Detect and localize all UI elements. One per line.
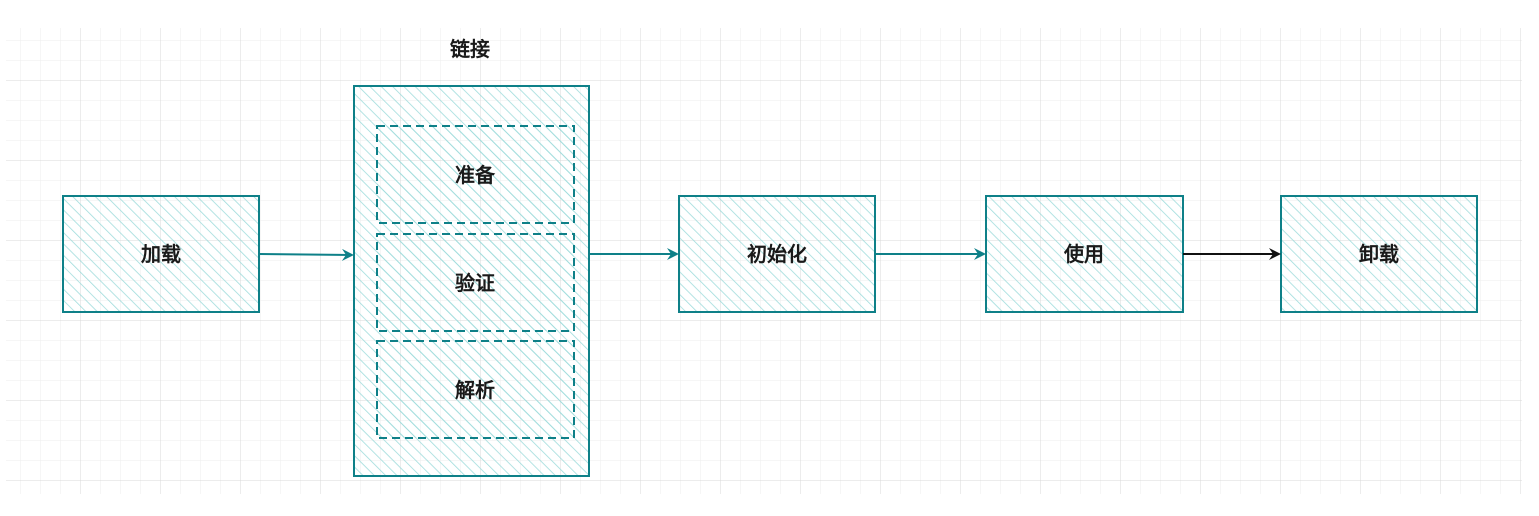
node-unload-label: 卸载 [1359,242,1399,266]
step-prepare[interactable]: 准备 [376,125,575,224]
node-unload[interactable]: 卸载 [1280,195,1478,313]
step-prepare-label: 准备 [455,163,496,187]
step-resolve[interactable]: 解析 [376,340,575,439]
group-link-title: 链接 [450,37,490,61]
step-resolve-label: 解析 [455,378,495,402]
step-verify-label: 验证 [455,271,495,295]
node-load-label: 加载 [140,242,181,266]
arrow-load-to-link[interactable] [258,248,354,261]
node-use[interactable]: 使用 [985,195,1184,313]
node-init-label: 初始化 [747,242,807,266]
node-init[interactable]: 初始化 [678,195,876,313]
node-use-label: 使用 [1063,242,1104,266]
step-verify[interactable]: 验证 [376,233,575,332]
node-load[interactable]: 加载 [62,195,260,313]
group-link[interactable]: 准备 验证 解析 [353,85,590,477]
